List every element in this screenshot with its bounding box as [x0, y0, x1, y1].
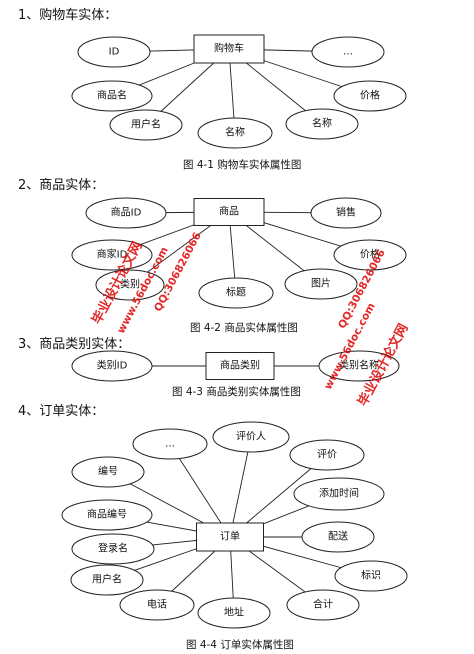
attribute-ellipse — [289, 439, 365, 471]
attribute-label: 地址 — [224, 606, 244, 619]
attribute-label: … — [343, 47, 353, 58]
attribute-ellipse — [70, 564, 144, 596]
figure-4-2-caption: 图 4-2 商品实体属性图 — [190, 322, 298, 334]
section-4-heading: 4、订单实体： — [18, 404, 105, 419]
attribute-label: 类别ID — [97, 359, 128, 372]
attribute-label: 电话 — [147, 598, 167, 611]
attribute-label: 用户名 — [131, 118, 161, 131]
attribute-ellipse — [71, 533, 155, 565]
attribute-ellipse — [333, 80, 407, 112]
entity-label: 商品 — [219, 205, 239, 218]
attribute-ellipse — [198, 277, 274, 309]
figure-4-1-caption: 图 4-1 购物车实体属性图 — [183, 159, 302, 171]
attribute-label: 商品名 — [97, 89, 127, 102]
attribute-ellipse — [301, 521, 375, 553]
attribute-ellipse — [71, 456, 145, 488]
attribute-ellipse — [61, 499, 153, 531]
figure-4-4-caption: 图 4-4 订单实体属性图 — [186, 639, 294, 651]
attribute-ellipse — [85, 197, 167, 229]
er-diagram-1: 购物车ID…商品名价格用户名名称名称 — [71, 34, 407, 149]
section-2-heading: 2、商品实体： — [18, 178, 105, 193]
attribute-ellipse — [71, 80, 153, 112]
attribute-ellipse — [284, 268, 358, 300]
attribute-label: 评价 — [317, 449, 337, 461]
section-3-heading: 3、商品类别实体： — [18, 337, 131, 352]
attribute-label: 添加时间 — [319, 487, 359, 500]
attribute-ellipse — [197, 117, 273, 149]
attribute-label: 配送 — [328, 530, 348, 543]
attribute-label: 名称 — [312, 117, 332, 130]
attribute-label: 商品ID — [111, 206, 142, 219]
attribute-ellipse — [71, 239, 153, 271]
attribute-label: 销售 — [336, 206, 356, 219]
attribute-ellipse — [132, 428, 208, 460]
attribute-label: … — [165, 439, 175, 450]
attribute-label: 登录名 — [98, 542, 128, 555]
entity-box — [196, 522, 264, 552]
attribute-label: 合计 — [313, 598, 333, 611]
attribute-ellipse — [293, 477, 385, 511]
attribute-ellipse — [119, 589, 195, 621]
entity-label: 订单 — [220, 531, 240, 543]
attribute-label: 图片 — [311, 277, 331, 290]
attribute-label: 编号 — [98, 465, 118, 478]
attribute-label: ID — [109, 47, 120, 58]
attribute-label: 价格 — [360, 89, 380, 102]
attribute-ellipse — [109, 109, 183, 141]
attribute-label: 用户名 — [92, 573, 122, 586]
attribute-label: 标识 — [361, 570, 381, 582]
attribute-ellipse — [286, 589, 360, 621]
entity-box — [205, 352, 275, 380]
attribute-ellipse — [197, 597, 271, 629]
attribute-ellipse — [77, 36, 151, 68]
attribute-ellipse — [333, 239, 407, 271]
attribute-label: 商品编号 — [87, 508, 127, 521]
entity-label: 购物车 — [214, 42, 244, 55]
relationship-line — [229, 436, 252, 538]
attribute-label: 价格 — [360, 248, 380, 261]
attribute-ellipse — [285, 108, 359, 140]
section-1-heading: 1、购物车实体： — [18, 8, 118, 23]
entity-label: 商品类别 — [220, 359, 260, 372]
attribute-label: 商家ID — [97, 248, 128, 261]
attribute-ellipse — [334, 560, 408, 592]
attribute-ellipse — [318, 350, 400, 382]
attribute-ellipse — [71, 350, 153, 382]
attribute-label: 类别名称 — [339, 359, 379, 372]
entity-box — [193, 198, 265, 226]
relationship-line — [169, 443, 231, 538]
attribute-ellipse — [212, 421, 290, 453]
attribute-ellipse — [310, 197, 382, 229]
attribute-label: 评价人 — [236, 431, 266, 443]
er-diagram-3: 商品类别 类别ID 类别名称 — [71, 350, 400, 382]
attribute-ellipse — [311, 36, 385, 68]
entity-box — [193, 34, 265, 64]
attribute-label: 类别 — [120, 278, 140, 291]
attribute-label: 名称 — [225, 126, 245, 139]
attribute-label: 标题 — [226, 287, 246, 299]
figure-4-3-caption: 图 4-3 商品类别实体属性图 — [172, 386, 301, 398]
attribute-ellipse — [95, 269, 165, 301]
